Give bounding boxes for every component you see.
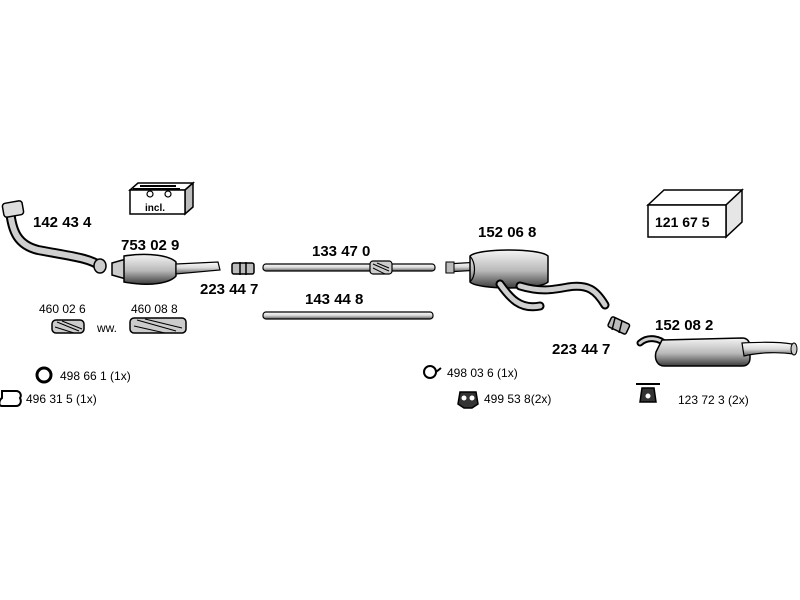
clamp-front (231, 262, 255, 275)
middle-pipe-a (262, 260, 436, 275)
flex-pipe-b (129, 317, 187, 334)
flex-pipe-a (51, 319, 85, 334)
middle-silencer (445, 249, 610, 312)
clamp-front-label: 223 44 7 (200, 281, 258, 298)
ring-icon (35, 366, 53, 384)
middle-pipe-a-label: 133 47 0 (312, 243, 370, 260)
hanger-rear-label: 123 72 3 (2x) (678, 393, 749, 407)
rubber-hanger-icon (457, 391, 479, 409)
ring-mid-label: 498 03 6 (1x) (447, 366, 518, 380)
ring-left-label: 498 66 1 (1x) (60, 369, 131, 383)
middle-pipe-b-label: 143 44 8 (305, 291, 363, 308)
clamp-rear-label: 223 44 7 (552, 341, 610, 358)
catalyst-label: 753 02 9 (121, 237, 179, 254)
hanger-mid-label: 499 53 8(2x) (484, 392, 551, 406)
gasket-icon (0, 390, 22, 407)
flex-a-label: 460 02 6 (39, 302, 86, 316)
rubber-hanger-rear-icon (636, 383, 660, 403)
catalyst-kit-label: incl. (145, 203, 165, 214)
flex-b-label: 460 08 8 (131, 302, 178, 316)
middle-pipe-b (262, 311, 434, 320)
flex-separator: ww. (96, 321, 117, 335)
catalytic-converter (111, 253, 221, 285)
catalyst-kit-box (128, 181, 195, 216)
ring-icon-mid (423, 365, 442, 379)
middle-silencer-label: 152 06 8 (478, 224, 536, 241)
mounting-kit-box (646, 188, 744, 239)
front-pipe (1, 200, 107, 274)
front-pipe-label: 142 43 4 (33, 214, 92, 231)
clamp-rear (607, 316, 631, 335)
rear-silencer (636, 335, 798, 367)
rear-silencer-label: 152 08 2 (655, 317, 713, 334)
gasket-left-label: 496 31 5 (1x) (26, 392, 97, 406)
mounting-kit-label: 121 67 5 (655, 214, 710, 230)
